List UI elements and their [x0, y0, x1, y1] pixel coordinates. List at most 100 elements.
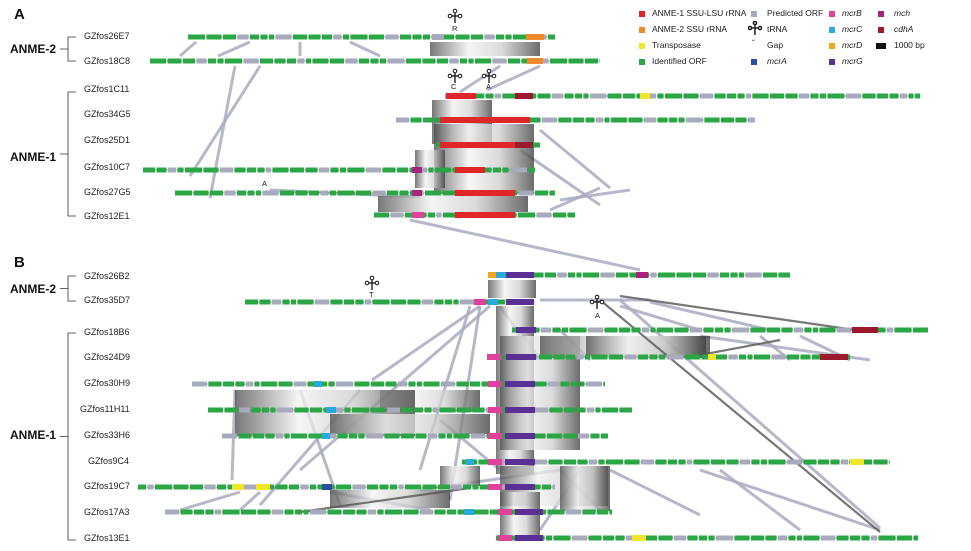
gene-orf	[728, 354, 738, 360]
gene-orf	[687, 459, 692, 465]
gene-orf	[453, 433, 470, 439]
trna-marker-icon	[589, 294, 605, 309]
gene-feature	[488, 459, 502, 465]
gene-orf	[234, 167, 246, 173]
legend-label: mcrG	[842, 56, 863, 66]
gene-feature	[505, 459, 535, 465]
gene-orf	[699, 535, 707, 541]
gene-orf	[173, 484, 189, 490]
gene-orf	[257, 509, 271, 515]
gene-orf	[385, 509, 402, 515]
gene-orf	[820, 93, 826, 99]
gene-orf	[143, 167, 155, 173]
fosmid-label: GZfos17A3	[84, 507, 130, 517]
gene-orf	[619, 327, 630, 333]
gene-orf	[308, 34, 321, 40]
gene-orf	[370, 58, 379, 64]
gene-orf	[262, 407, 269, 413]
gene-orf	[310, 484, 316, 490]
gene-orf	[417, 381, 422, 387]
gene-orf	[536, 212, 552, 218]
gene-orf	[531, 459, 547, 465]
gene-orf	[399, 190, 409, 196]
gene-feature	[515, 142, 533, 148]
gene-orf	[319, 381, 327, 387]
gene-feature	[322, 484, 332, 490]
gene-orf	[340, 167, 346, 173]
gene-orf	[638, 354, 648, 360]
gene-orf	[666, 354, 684, 360]
gene-orf	[657, 327, 673, 333]
gene-orf	[541, 327, 551, 333]
group-brackets	[60, 36, 76, 541]
gene-orf	[537, 93, 551, 99]
homology-link	[699, 468, 881, 532]
gene-feature	[488, 484, 502, 490]
gene-orf	[260, 34, 268, 40]
gene-feature	[446, 93, 476, 99]
gene-orf	[676, 272, 692, 278]
legend-label: Predicted ORF	[767, 8, 824, 18]
legend-label: tRNA	[767, 24, 788, 34]
group-bracket	[60, 332, 76, 541]
gene-orf	[380, 58, 386, 64]
gene-orf	[471, 433, 485, 439]
gene-orf	[356, 509, 367, 515]
gene-orf	[686, 117, 703, 123]
gene-orf	[391, 299, 406, 305]
gene-orf	[295, 190, 308, 196]
gene-orf	[739, 272, 744, 278]
trna-annotation: T	[369, 290, 374, 299]
homology-link	[649, 300, 771, 332]
alignment-block	[488, 280, 536, 298]
gene-orf	[648, 93, 656, 99]
gene-orf	[687, 535, 698, 541]
gene-orf	[428, 167, 434, 173]
gene-orf	[433, 117, 441, 123]
gene-orf	[333, 34, 342, 40]
gene-orf	[463, 484, 471, 490]
gene-orf	[196, 58, 207, 64]
gene-orf	[336, 381, 353, 387]
gene-orf	[644, 117, 656, 123]
gene-orf	[387, 190, 398, 196]
gene-orf	[813, 327, 818, 333]
trna-loop	[374, 280, 380, 286]
gene-feature	[505, 407, 535, 413]
gap-icon: ˇ	[752, 38, 755, 48]
gene-orf	[293, 34, 307, 40]
gene-orf	[261, 381, 277, 387]
gene-orf	[552, 93, 563, 99]
gene-orf	[550, 58, 567, 64]
gene-orf	[724, 327, 731, 333]
gene-orf	[377, 509, 384, 515]
gene-orf	[623, 93, 635, 99]
legend-swatch	[639, 27, 645, 33]
alignment-block	[378, 196, 528, 212]
gene-orf	[765, 535, 777, 541]
legend-label: Transposase	[652, 40, 701, 50]
gene-orf	[270, 407, 276, 413]
gene-orf	[821, 535, 835, 541]
legend-swatch	[829, 59, 835, 65]
gene-orf	[385, 34, 399, 40]
homology-link	[349, 40, 381, 58]
gene-orf	[303, 509, 309, 515]
gene-orf	[436, 142, 442, 148]
gene-feature	[506, 272, 534, 278]
gene-orf	[291, 299, 296, 305]
gene-orf	[297, 58, 305, 64]
gene-orf	[344, 407, 351, 413]
legend-label: mcrD	[842, 40, 863, 50]
gene-orf	[587, 407, 594, 413]
gene-feature	[496, 272, 506, 278]
gene-orf	[410, 117, 422, 123]
group-bracket	[60, 91, 76, 217]
gene-orf	[382, 167, 396, 173]
gene-orf	[604, 117, 610, 123]
gene-orf	[405, 484, 421, 490]
gene-orf	[276, 433, 283, 439]
gene-orf	[282, 299, 290, 305]
gene-orf	[714, 93, 726, 99]
